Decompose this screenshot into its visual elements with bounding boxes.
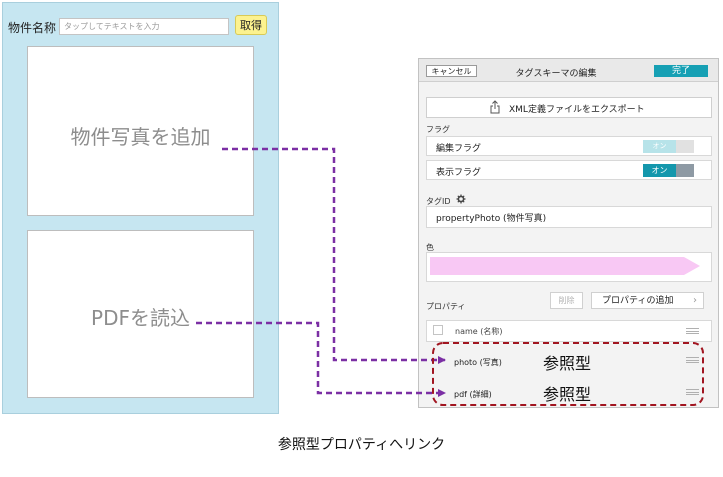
property-label-pdf: pdf (詳細): [454, 390, 492, 399]
reference-type-label-pdf: 参照型: [543, 385, 592, 404]
edit-flag-row: [426, 136, 712, 156]
fetch-button[interactable]: 取得: [235, 15, 267, 35]
drag-handle-icon[interactable]: [686, 328, 699, 334]
figure-caption: 参照型プロパティへリンク: [277, 437, 446, 453]
property-label-name: name (名称): [455, 327, 503, 336]
cancel-button[interactable]: キャンセル: [426, 65, 477, 77]
property-name-label: 物件名称: [8, 21, 57, 35]
reference-type-label-photo: 参照型: [543, 354, 592, 373]
view-flag-label: 表示フラグ: [436, 168, 482, 178]
view-flag-toggle-knob[interactable]: [676, 164, 694, 177]
photo-link-arrow: [222, 147, 446, 364]
view-flag-toggle[interactable]: オン: [643, 164, 676, 177]
edit-flag-label: 編集フラグ: [436, 144, 482, 154]
export-xml-label: XML定義ファイルをエクスポート: [509, 105, 645, 115]
view-flag-row: [426, 160, 712, 180]
reference-properties-highlight: [432, 342, 704, 406]
property-checkbox[interactable]: [433, 325, 443, 335]
add-property-label: プロパティの追加: [602, 296, 674, 306]
done-button[interactable]: 完了: [654, 65, 708, 77]
property-name-input[interactable]: タップしてテキストを入力: [59, 18, 229, 35]
tagid-value: propertyPhoto (物件写真): [436, 214, 547, 224]
drag-handle-icon[interactable]: [686, 389, 699, 395]
property-row-name[interactable]: [426, 320, 712, 342]
load-pdf-area[interactable]: PDFを読込: [27, 230, 254, 398]
property-label-photo: photo (写真): [454, 358, 502, 367]
add-property-button[interactable]: プロパティの追加 ›: [591, 292, 704, 309]
editor-title: タグスキーマの編集: [515, 69, 597, 79]
color-section-header: 色: [426, 243, 434, 252]
share-icon: [490, 100, 500, 114]
pdf-link-arrow: [196, 321, 446, 397]
tagid-section-header: タグID: [426, 197, 451, 206]
delete-property-button[interactable]: 削除: [550, 292, 583, 309]
color-swatch[interactable]: [430, 257, 700, 275]
flags-section-header: フラグ: [426, 125, 450, 134]
drag-handle-icon[interactable]: [686, 357, 699, 363]
load-pdf-label: PDFを読込: [91, 306, 190, 330]
gear-icon[interactable]: [456, 194, 466, 204]
edit-flag-toggle[interactable]: オン: [643, 140, 676, 153]
tagid-field[interactable]: [426, 206, 712, 228]
properties-section-header: プロパティ: [426, 302, 466, 311]
add-photo-label: 物件写真を追加: [70, 125, 211, 149]
chevron-right-icon: ›: [693, 295, 697, 306]
add-property-photo-area[interactable]: 物件写真を追加: [27, 46, 254, 216]
editor-header: [419, 59, 718, 82]
edit-flag-toggle-knob[interactable]: [676, 140, 694, 153]
